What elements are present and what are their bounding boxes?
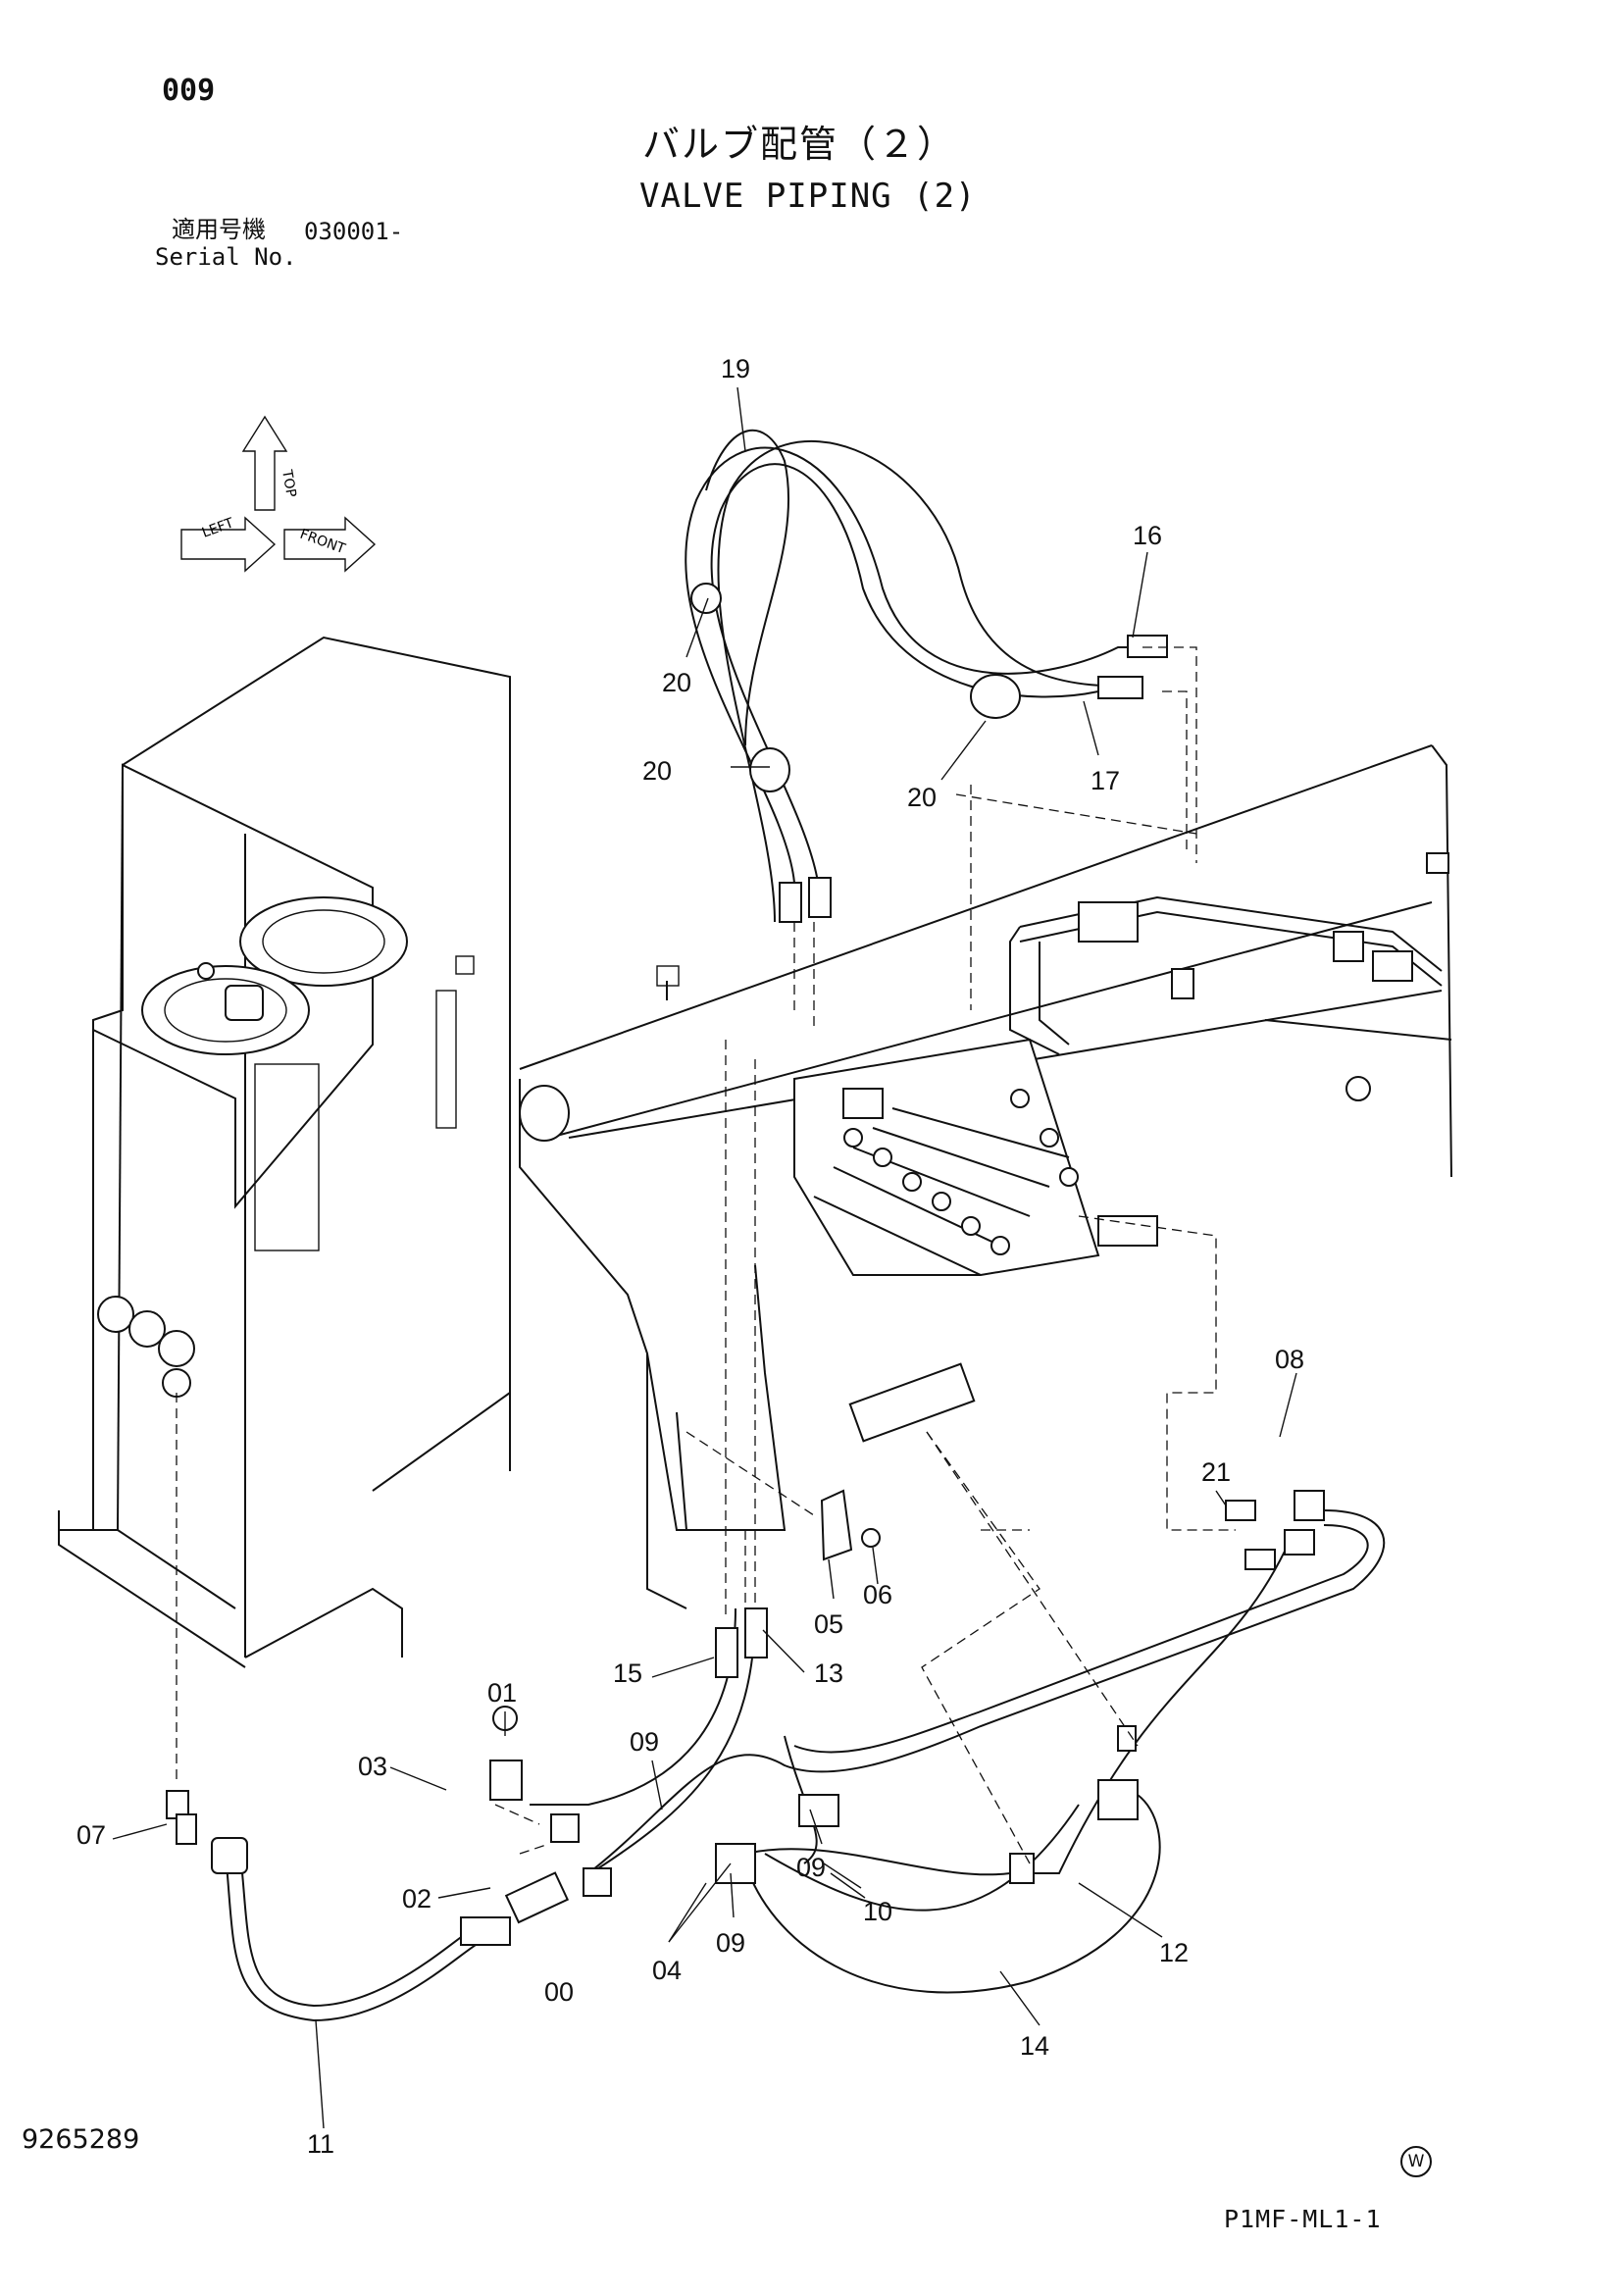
callout-19: 19 [721,354,750,383]
callout-11: 11 [307,2129,334,2159]
document-number: 9265289 [22,2124,140,2155]
callout-15: 15 [613,1658,642,1688]
callout-02: 02 [402,1884,431,1913]
callout-12: 12 [1159,1938,1189,1967]
serial-label-japanese: 適用号機 [172,216,266,243]
compass-left: LEFT [200,515,236,540]
orientation-compass: TOP FRONT LEFT [180,415,377,573]
callout-13: 13 [814,1658,843,1688]
boom-frame [519,744,1452,1609]
callout-03: 03 [358,1752,387,1781]
callout-20b: 20 [642,756,672,786]
control-valve-block [793,1038,1158,1276]
boom-pipe-assembly [1009,895,1443,1055]
callout-20a: 20 [662,668,691,697]
callout-21: 21 [1201,1457,1231,1487]
callout-14: 14 [1020,2031,1049,2061]
callout-01: 01 [487,1678,517,1708]
callout-06: 06 [863,1580,892,1609]
drawing-code: P1MF-ML1-1 [1224,2205,1382,2233]
upper-hoses [685,429,1168,923]
serial-label-english: Serial No. [155,243,297,271]
w-mark: W [1400,2146,1432,2177]
callout-labels: 19 16 20 20 20 17 08 21 05 06 15 13 01 0… [76,354,1304,2159]
callout-09a: 09 [630,1727,659,1757]
callout-09c: 09 [716,1928,745,1958]
lower-hoses [166,1490,1386,2022]
callout-00: 00 [544,1977,574,2007]
compass-top: TOP [279,468,299,498]
callout-08: 08 [1275,1345,1304,1374]
title-english: VALVE PIPING (2) [639,177,977,216]
callout-05: 05 [814,1609,843,1639]
callout-09b: 09 [796,1853,826,1882]
callout-leaders [112,386,1297,2129]
page-number: 009 [162,74,216,108]
leader-lines [176,646,1236,1864]
callout-17: 17 [1091,766,1120,795]
callout-04: 04 [652,1956,682,1985]
callout-10: 10 [863,1897,892,1926]
hydraulic-tank [58,636,511,1668]
callout-16: 16 [1133,521,1162,550]
callout-07: 07 [76,1820,106,1850]
callout-20c: 20 [907,783,937,812]
compass-front: FRONT [298,527,348,558]
serial-value: 030001- [304,218,404,245]
title-japanese: バルブ配管（２） [642,123,957,166]
bracket-and-bolt [820,1362,976,1561]
